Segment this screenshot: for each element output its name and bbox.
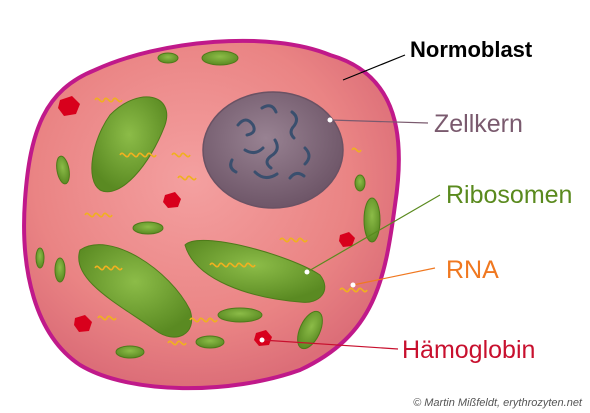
- label-rna: RNA: [446, 256, 499, 284]
- organelles: [35, 50, 381, 359]
- rna-strands: [84, 97, 368, 346]
- leader-lines: [261, 54, 441, 350]
- chromatin: [229, 104, 311, 180]
- label-normoblast: Normoblast: [410, 37, 533, 62]
- nucleus: [202, 91, 344, 209]
- label-haemoglobin: Hämoglobin: [402, 336, 535, 364]
- leader-dots: [259, 117, 356, 343]
- copyright-notice: © Martin Mißfeldt, erythrozyten.net: [413, 397, 583, 409]
- label-zellkern: Zellkern: [434, 110, 523, 138]
- label-ribosomen: Ribosomen: [446, 181, 572, 209]
